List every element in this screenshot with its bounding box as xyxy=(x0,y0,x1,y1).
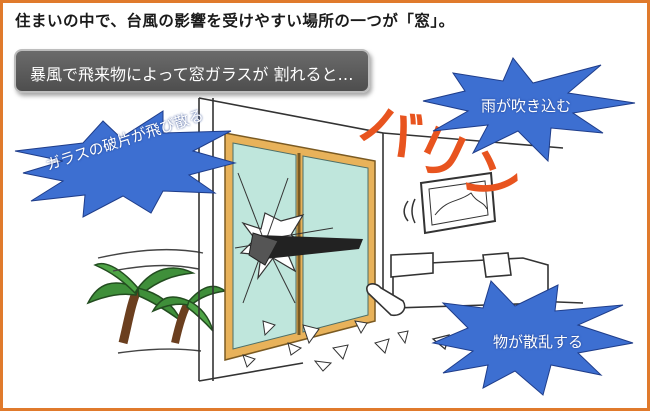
caption-box: 暴風で飛来物によって窓ガラスが 割れると… xyxy=(14,49,370,93)
caption-text: 暴風で飛来物によって窓ガラスが 割れると… xyxy=(30,65,354,84)
burst-label-rain: 雨が吹き込む xyxy=(481,97,572,115)
wind-lines xyxy=(97,249,204,354)
burst-rain xyxy=(422,57,636,163)
glass-shards xyxy=(242,320,409,372)
palm-tree-icon xyxy=(151,285,227,344)
burst-shapes xyxy=(14,57,636,396)
sofa-icon xyxy=(366,252,549,317)
wall-picture-icon xyxy=(403,171,497,235)
illustration xyxy=(86,97,584,382)
palm-tree-icon xyxy=(86,262,196,345)
headline-text: 住まいの中で、台風の影響を受けやすい場所の一つが「窓」。 xyxy=(15,12,455,30)
burst-label-scatter: 物が散乱する xyxy=(493,333,584,351)
burst-scatter xyxy=(431,280,634,396)
burst-glass xyxy=(14,110,237,218)
flying-debris xyxy=(248,232,363,266)
headline: 住まいの中で、台風の影響を受けやすい場所の一つが「窓」。 xyxy=(15,9,455,31)
